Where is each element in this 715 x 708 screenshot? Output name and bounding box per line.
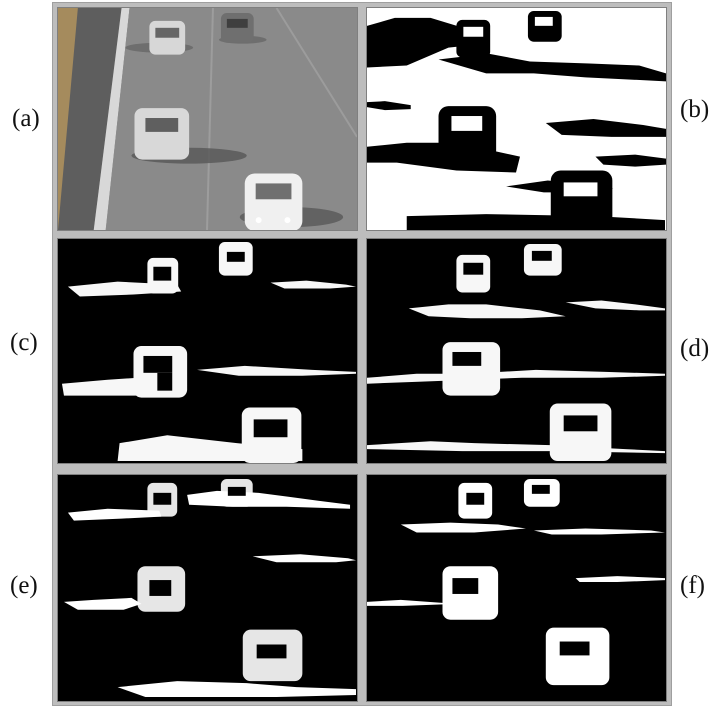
highway-scene-image bbox=[58, 8, 357, 230]
panel-b-image bbox=[366, 7, 667, 231]
panel-f-image bbox=[366, 474, 667, 702]
panel-label-f: (f) bbox=[680, 572, 705, 599]
panel-label-e: (e) bbox=[10, 572, 38, 599]
panel-label-d: (d) bbox=[680, 335, 710, 362]
panel-d-image bbox=[366, 238, 667, 464]
panel-e-image bbox=[57, 474, 358, 702]
panel-label-a: (a) bbox=[12, 105, 40, 132]
panel-c-image bbox=[57, 238, 358, 464]
foreground-mask-image-f bbox=[367, 475, 666, 701]
panel-a-image bbox=[57, 7, 358, 231]
foreground-mask-image-e bbox=[58, 475, 357, 701]
panel-label-c: (c) bbox=[10, 329, 38, 356]
binary-mask-image-b bbox=[367, 8, 666, 230]
difference-map-image-c bbox=[58, 239, 357, 463]
difference-map-image-d bbox=[367, 239, 666, 463]
panel-label-b: (b) bbox=[680, 96, 710, 123]
